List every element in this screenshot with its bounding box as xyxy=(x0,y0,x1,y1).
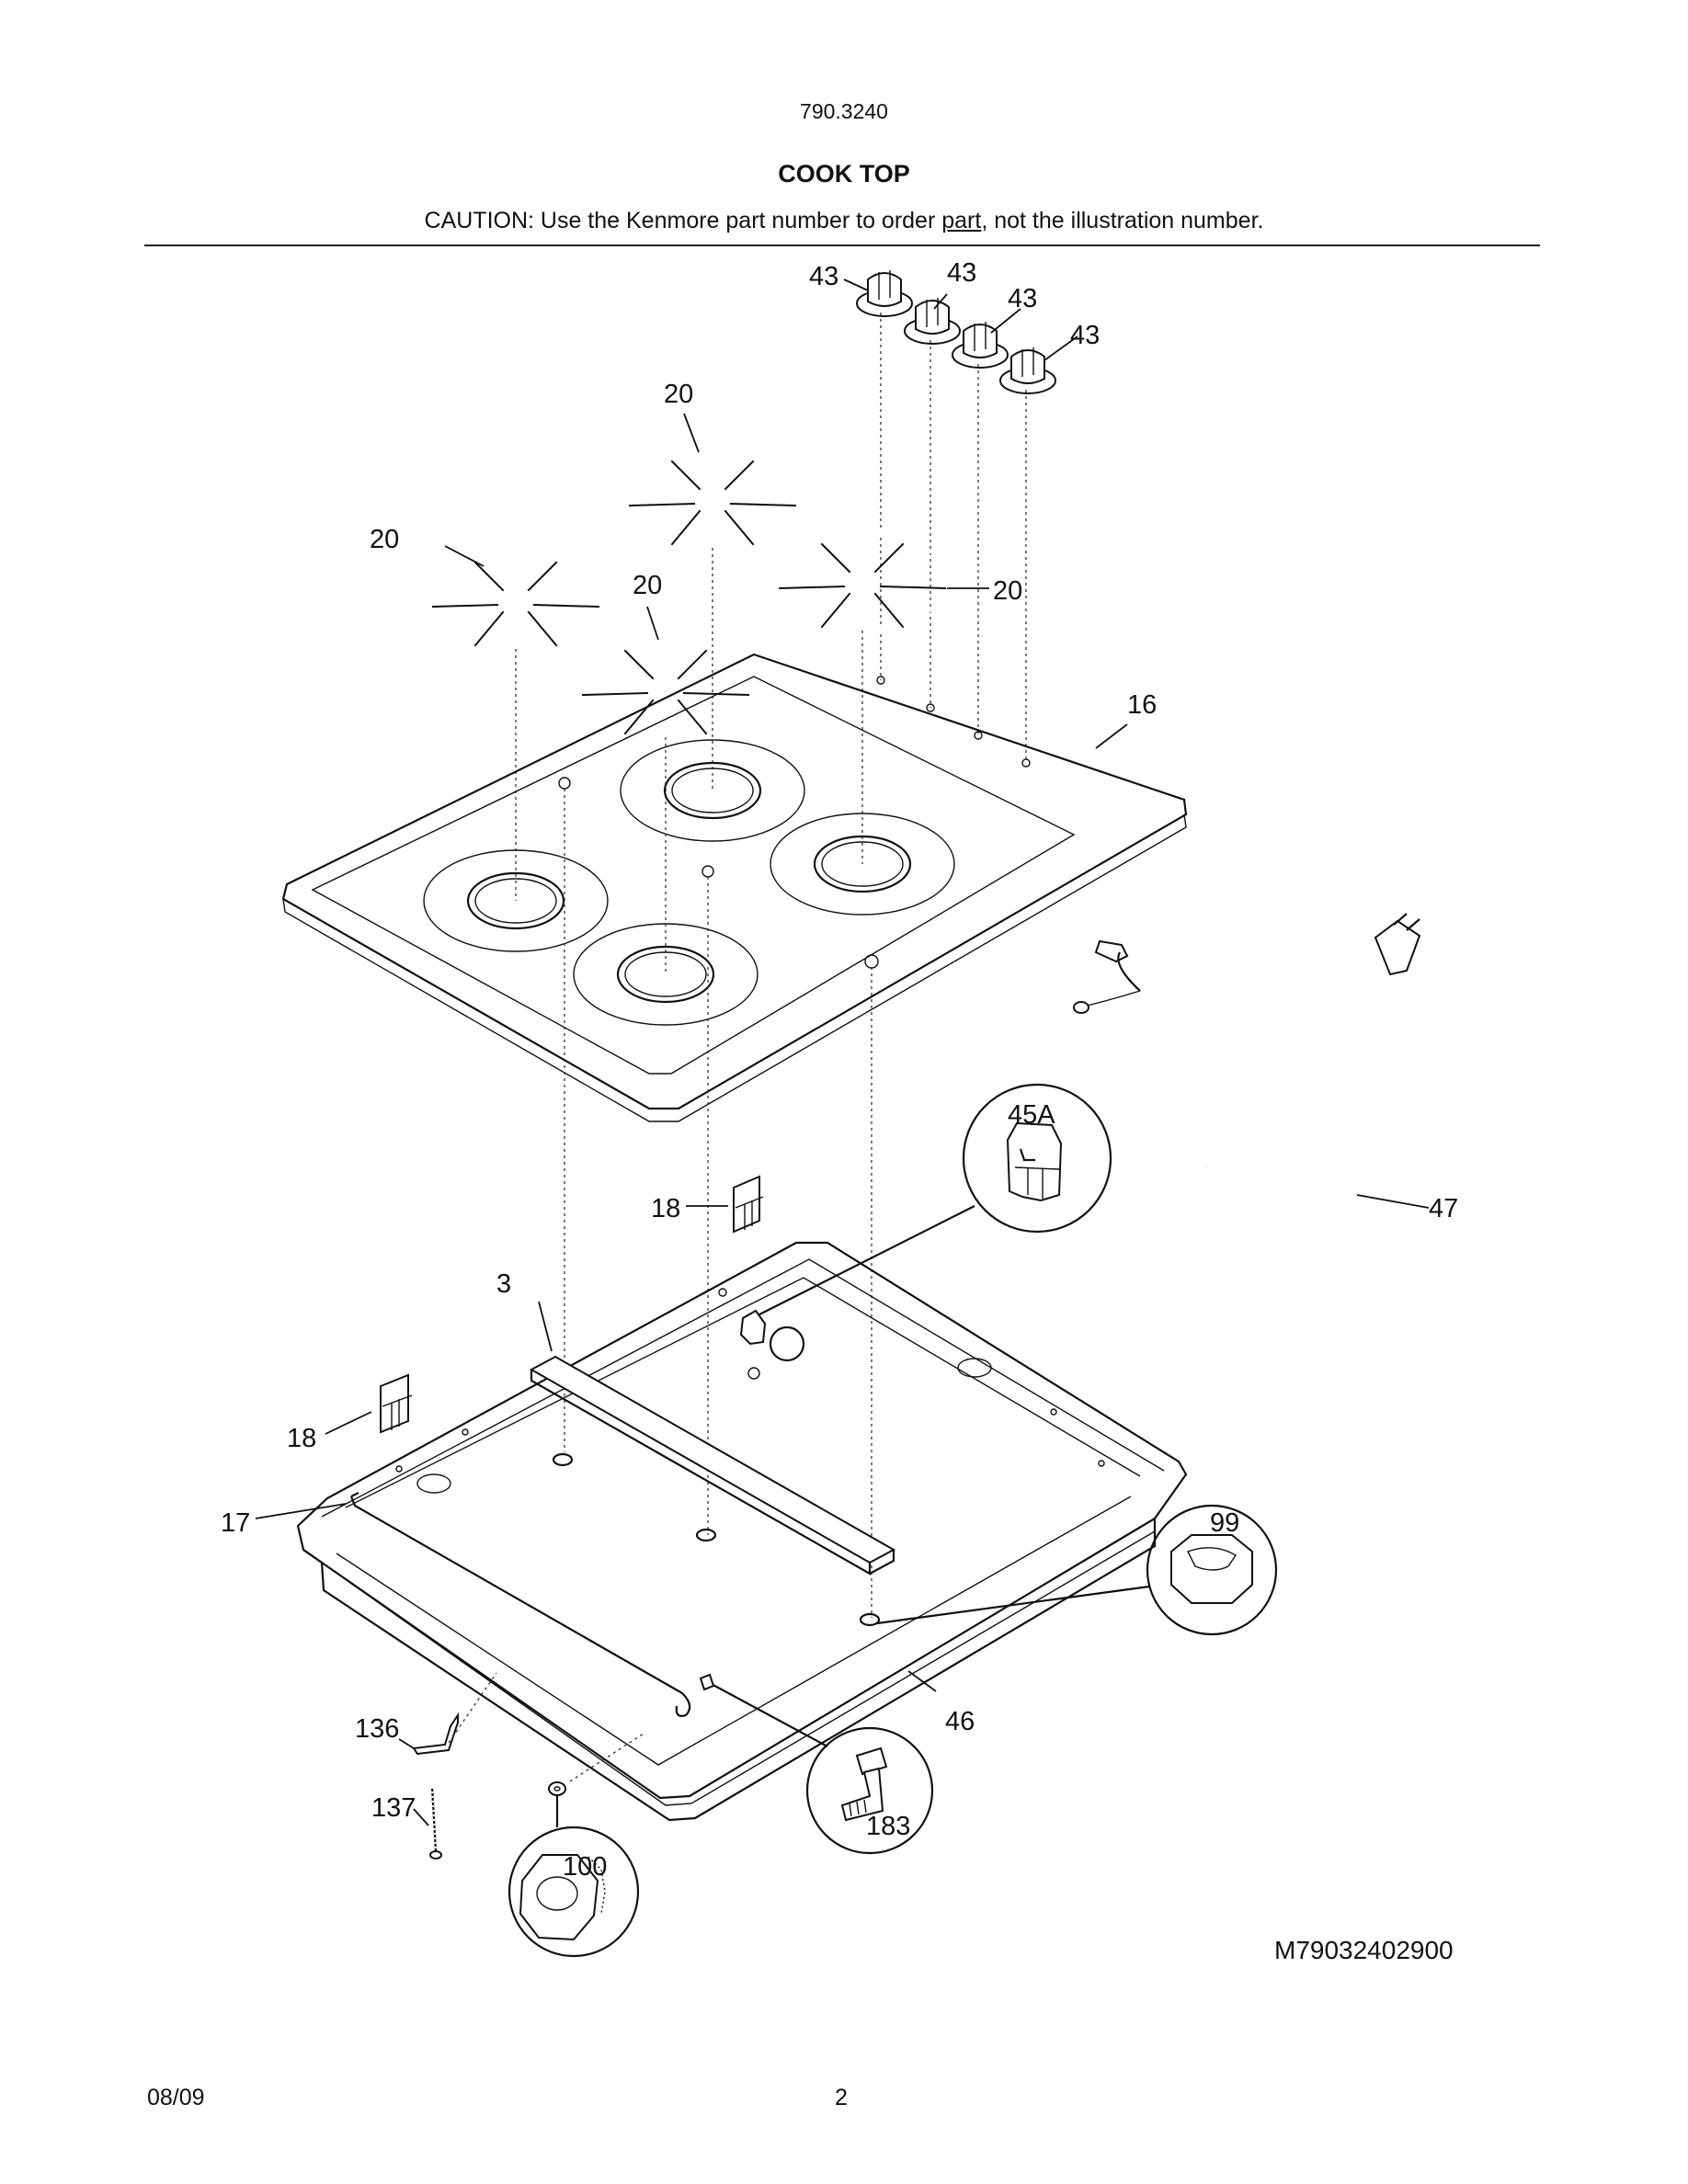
callout-pan: 46 xyxy=(945,1707,975,1736)
figure-code: M79032402900 xyxy=(1274,1936,1454,1964)
model-number: 790.3240 xyxy=(800,99,888,123)
callout-grate-back: 20 xyxy=(664,380,693,409)
stud-detail-drawing xyxy=(699,1673,934,1855)
callout-grommet: 99 xyxy=(1210,1508,1239,1538)
knob-2-drawing xyxy=(904,298,961,345)
callout-bracket: 136 xyxy=(355,1714,399,1744)
callout-support-bar: 3 xyxy=(496,1269,511,1299)
knob-1-drawing xyxy=(856,270,913,317)
power-cord-drawing xyxy=(1073,913,1430,1214)
burner-pan-drawing xyxy=(296,1241,1188,1822)
callout-knob-2: 43 xyxy=(947,258,976,288)
callout-screw: 137 xyxy=(371,1793,416,1823)
knob-4-drawing xyxy=(999,347,1056,394)
callout-grate-left: 20 xyxy=(370,525,399,554)
cord-leader-line xyxy=(1356,1194,1430,1209)
footer-date: 08/09 xyxy=(147,2085,205,2110)
nut-alignment-line xyxy=(569,1733,644,1782)
callout-igniter-switch: 45A xyxy=(1008,1100,1055,1130)
caution-suffix: , not the illustration number. xyxy=(981,208,1264,233)
screw-drawing xyxy=(413,1786,442,1860)
pan-leader-line xyxy=(907,1670,937,1692)
cooktop-drawing xyxy=(281,653,1188,1618)
grate-right-drawing xyxy=(776,529,949,632)
callout-nut: 100 xyxy=(563,1852,607,1882)
knob-leader-lines xyxy=(843,279,1078,361)
callout-rod: 17 xyxy=(221,1508,250,1538)
callout-knob-1: 43 xyxy=(809,262,838,291)
rod-drawing xyxy=(255,1492,691,1717)
bracket-alignment-line xyxy=(448,1672,497,1744)
grate-alignment-lines xyxy=(515,548,863,974)
caution-note: CAUTION: Use the Kenmore part number to … xyxy=(0,208,1688,234)
hinge-upper-drawing xyxy=(686,1175,764,1234)
bracket-drawing xyxy=(398,1672,497,1756)
callout-grate-right: 20 xyxy=(993,576,1022,606)
callout-cooktop: 16 xyxy=(1127,690,1157,720)
nut-detail-drawing xyxy=(508,1733,644,1958)
screw-leader-line xyxy=(413,1808,429,1826)
caution-underlined-word: part xyxy=(941,208,982,233)
burner-grates xyxy=(429,413,989,974)
callout-stud: 183 xyxy=(866,1812,910,1841)
rod-leader-line xyxy=(255,1503,347,1519)
grate-leader-lines xyxy=(444,413,989,641)
grate-back-drawing xyxy=(626,447,799,550)
switch-detail-drawing xyxy=(739,1083,1112,1346)
caution-prefix: CAUTION: Use the Kenmore part number to … xyxy=(424,208,942,233)
page-number: 2 xyxy=(835,2085,848,2110)
section-title: COOK TOP xyxy=(778,160,910,188)
control-knobs xyxy=(843,270,1078,763)
callout-hinge-lower: 18 xyxy=(287,1424,316,1453)
hinge-lower-drawing xyxy=(325,1373,413,1435)
callout-hinge-upper: 18 xyxy=(651,1194,680,1223)
callout-grate-front: 20 xyxy=(633,571,662,600)
grate-left-drawing xyxy=(429,548,602,651)
bracket-leader-line xyxy=(398,1738,415,1749)
callout-knob-3: 43 xyxy=(1008,284,1037,313)
grate-front-drawing xyxy=(579,636,752,739)
header-divider xyxy=(144,245,1540,246)
support-bar-drawing xyxy=(529,1301,896,1575)
knob-3-drawing xyxy=(952,322,1009,369)
callout-knob-4: 43 xyxy=(1070,321,1100,350)
grommet-detail-drawing xyxy=(876,1504,1278,1636)
bar-leader-line xyxy=(538,1301,553,1352)
cooktop-leader-line xyxy=(1095,723,1128,749)
hinge-lower-leader-line xyxy=(325,1411,372,1435)
cooktop-alignment-lines xyxy=(564,789,873,1618)
callout-power-cord: 47 xyxy=(1429,1194,1458,1223)
